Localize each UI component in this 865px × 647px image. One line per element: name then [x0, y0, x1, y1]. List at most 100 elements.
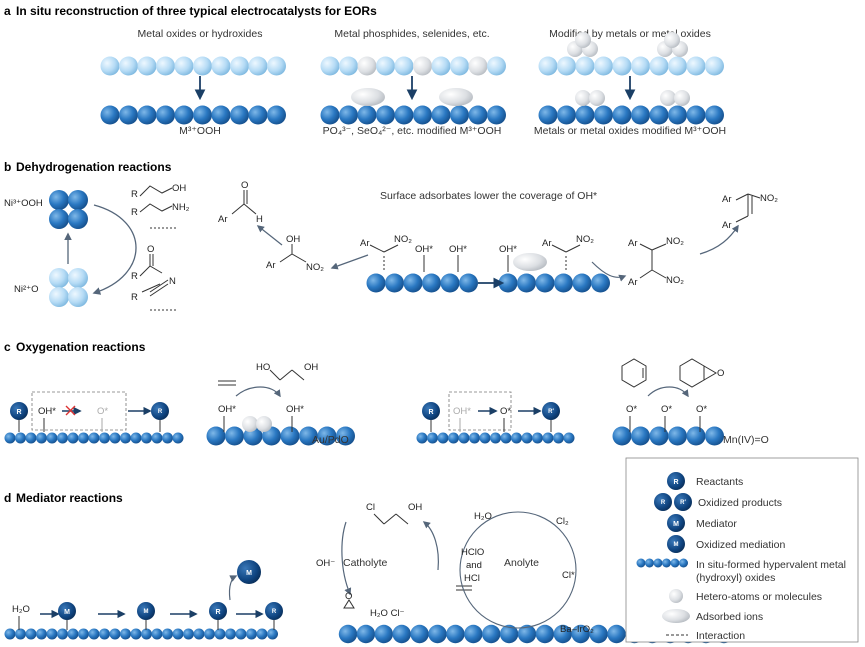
d-epoxide: [343, 599, 355, 609]
legend-box: [625, 457, 859, 643]
ni3-label: Ni³⁺OOH: [4, 198, 43, 209]
d-chlorohydrin-bonds: [373, 513, 409, 525]
b-surface-chains: [366, 273, 610, 293]
d-reactant-label: R: [215, 609, 220, 616]
section-a: a In situ reconstruction of three typica…: [4, 4, 726, 137]
a-sphere-chains: [100, 32, 724, 125]
legend-rp-icon: R′: [680, 500, 686, 506]
c-mn-sphere: [686, 426, 706, 446]
d-surface-sphere: [256, 628, 268, 640]
b-surface-note: Surface adsorbates lower the coverage of…: [380, 190, 597, 202]
legend-mox-icon: M: [674, 542, 679, 548]
b-surface-sphere: [459, 273, 478, 293]
d-bairo2-sphere: [553, 624, 572, 644]
c-surface-sphere: [511, 432, 522, 444]
c-reactant-1: [10, 402, 28, 420]
b-ar-aldehyde: Ar: [218, 214, 228, 225]
a-reconstructed-sphere: [538, 105, 558, 125]
b-desorption-arrow: [330, 254, 369, 270]
c-surface-sphere: [427, 432, 438, 444]
d-mediator-1: [58, 602, 76, 620]
legend: R Reactants R R′ Oxidized products M Med…: [625, 457, 859, 643]
b-substrate-bonds: [139, 185, 178, 311]
d-surface-sphere: [141, 628, 152, 640]
d-oh-minus: OH⁻: [316, 558, 335, 569]
b-no2-nitroalcohol: NO₂: [306, 262, 324, 273]
legend-oxidized-mediation: Oxidized mediation: [696, 539, 785, 551]
d-surface-sphere: [15, 628, 26, 640]
c-product-2: [542, 402, 560, 420]
a-reconstructed-sphere: [686, 105, 706, 125]
b-surface-sphere: [517, 273, 536, 293]
a-reconstructed-sphere: [230, 105, 249, 125]
a-precursor-sphere: [394, 56, 414, 76]
d-catholyte: Catholyte: [343, 557, 388, 569]
c-surface-sphere: [36, 432, 47, 444]
d-cl2: Cl₂: [556, 516, 569, 527]
a-reconstructed-sphere: [394, 105, 414, 125]
a-modifier-particle: [589, 90, 605, 106]
c-surface-sphere: [542, 432, 554, 444]
legend-oxidized-products: Oxidized products: [698, 497, 782, 509]
c-surface-sphere: [521, 432, 533, 444]
d-surface-sphere: [36, 628, 47, 640]
d-and: and: [466, 560, 482, 571]
d-cl-star: Cl*: [562, 570, 575, 581]
b-nitroalcohol-bonds: [279, 244, 307, 263]
legend-reactants: Reactants: [696, 476, 743, 488]
a-reconstructed-sphere: [211, 105, 231, 125]
ni2-cluster: [49, 268, 88, 307]
d-mediator-regenerated-label: M: [246, 570, 252, 577]
b-aldehyde-product-bonds: [231, 190, 257, 215]
c-epoxide: [679, 358, 705, 388]
c-surface-sphere: [563, 432, 575, 444]
c-surface-sphere: [130, 432, 142, 444]
d-surface-sphere: [267, 628, 278, 640]
d-bairo2-sphere: [607, 624, 626, 644]
c-ohstar-faded: OH*: [453, 406, 471, 417]
d-surface-sphere: [151, 628, 163, 640]
d-hcl: HCl: [464, 573, 480, 584]
c-surface-sphere: [88, 432, 100, 444]
b-adsorbate-bonds-1: [369, 244, 459, 272]
d-surface-sphere: [46, 628, 58, 640]
a-precursor-sphere: [431, 56, 451, 76]
d-product: [265, 602, 283, 620]
b-no2-nitroalkene: NO₂: [760, 193, 778, 204]
d-surface-sphere: [99, 628, 110, 640]
legend-chain-sphere: [653, 558, 663, 568]
a-precursor-sphere: [339, 56, 358, 76]
b-ar-adsorbed-2: Ar: [542, 238, 552, 249]
section-b-title: Dehydrogenation reactions: [16, 160, 172, 174]
c-surface-sphere: [479, 432, 491, 444]
c-ostar-mn-2: O*: [661, 404, 672, 415]
d-surface-sphere: [172, 628, 184, 640]
d-surface-sphere: [193, 628, 205, 640]
c-surface-sphere: [25, 432, 37, 444]
b-adsorbate-bonds-2: [507, 244, 581, 272]
c-aupdo-sphere: [225, 426, 244, 446]
d-bairo2-sphere: [392, 624, 411, 644]
section-d-letter: d: [4, 491, 11, 505]
b-surface-sphere: [403, 273, 423, 293]
a-reconstructed-sphere: [450, 105, 469, 125]
a-precursor-sphere: [320, 56, 340, 76]
b-nh2: NH₂: [172, 202, 190, 213]
c-right-dashed-box: [448, 391, 512, 431]
d-bairo2-sphere: [446, 624, 465, 644]
section-c-title: Oxygenation reactions: [16, 340, 146, 354]
section-a-letter: a: [4, 4, 11, 18]
section-d: d Mediator reactions H₂O M M R R M Cl OH…: [4, 491, 734, 644]
d-surface-sphere: [214, 628, 226, 640]
a-modifier-particle: [660, 90, 676, 106]
a-reconstructed-sphere: [193, 105, 212, 125]
a-reconstructed-sphere: [248, 105, 268, 125]
b-r-nitrile: R: [131, 292, 138, 303]
legend-interaction: Interaction: [696, 630, 745, 642]
a-reconstructed-sphere: [631, 105, 650, 125]
b-surface-sphere: [385, 273, 404, 293]
d-product-label: R: [272, 609, 277, 615]
d-surface-sphere: [25, 628, 37, 640]
d-h2o-cl: H₂O Cl⁻: [370, 608, 405, 619]
d-mediator-1-label: M: [64, 609, 70, 616]
